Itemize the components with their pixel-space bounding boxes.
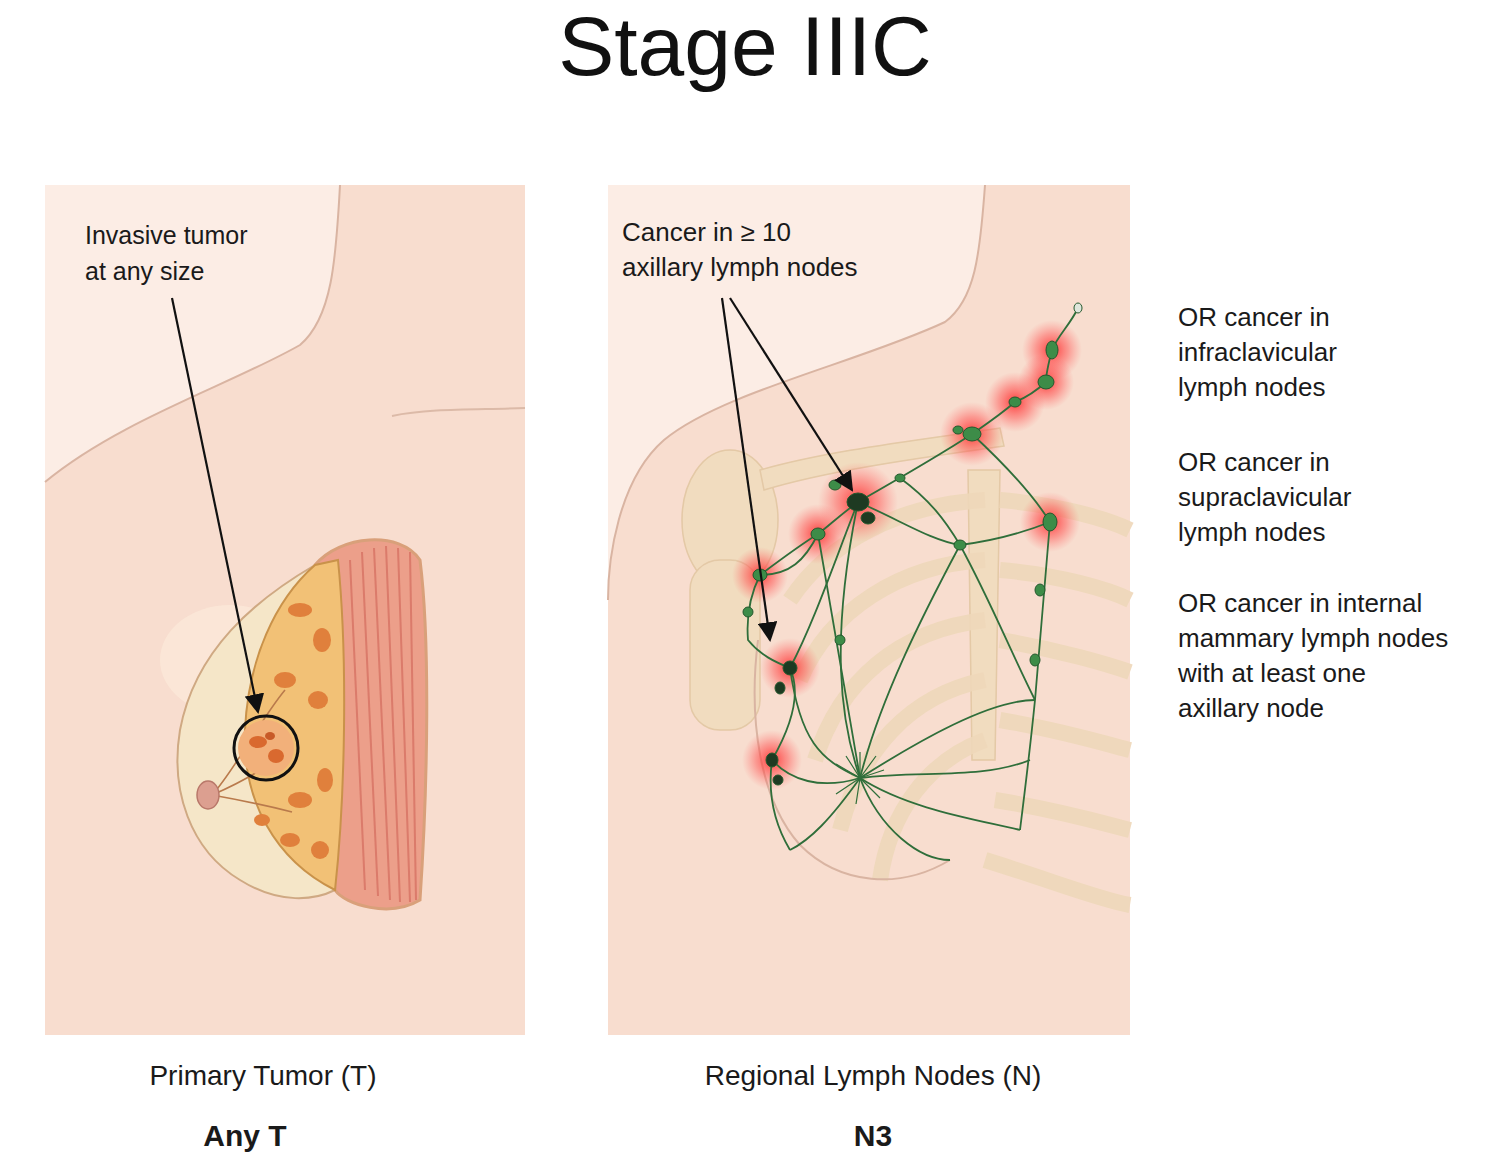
leader-arrow — [730, 298, 852, 490]
rib — [985, 860, 1130, 905]
panel-caption: Primary Tumor (T) — [53, 1058, 473, 1094]
cancer-glow — [1020, 492, 1080, 552]
left-panel — [45, 185, 525, 1035]
nipple — [197, 781, 219, 809]
leader-arrow — [172, 298, 258, 712]
lymph-vessel — [860, 778, 950, 860]
tumor-cells — [265, 732, 275, 740]
lymph-nodes — [743, 303, 1082, 785]
lymph-vessel — [748, 534, 819, 850]
gland-lobule — [317, 768, 333, 792]
lymph-node — [1038, 375, 1054, 389]
cancer-glow — [760, 638, 820, 698]
right-panel — [608, 185, 1130, 1035]
lymph-node — [1009, 397, 1021, 407]
annotation: OR cancer in internal mammary lymph node… — [1178, 586, 1453, 726]
lymph-node — [953, 426, 963, 434]
rib — [995, 800, 1130, 830]
muscle-fibre — [350, 560, 365, 890]
muscle-fibres — [350, 546, 416, 902]
lymph-node — [1043, 513, 1057, 531]
lymph-node — [954, 540, 966, 550]
tumor-mass — [238, 720, 294, 776]
lymph-vessel — [860, 760, 1030, 778]
muscle-fibre — [398, 548, 410, 902]
gland-lobule — [274, 672, 296, 688]
lymph-vessel — [860, 545, 960, 778]
lymph-node — [766, 753, 778, 767]
lymph-node — [829, 480, 841, 490]
gland-lobule — [313, 628, 331, 652]
tumor — [234, 716, 298, 780]
lymph-vessel — [1020, 522, 1050, 830]
panel-caption: Regional Lymph Nodes (N) — [613, 1058, 1133, 1094]
annotation: Invasive tumor at any size — [85, 218, 275, 289]
gland-lobule — [308, 691, 328, 709]
tumor-cells — [249, 736, 267, 748]
gland-lobule — [288, 603, 312, 617]
panel-ground — [45, 185, 525, 1035]
annotation: OR cancer in infraclavicular lymph nodes — [1178, 300, 1383, 405]
lymph-node — [963, 427, 981, 441]
lymph-node — [1074, 303, 1082, 313]
stage-code: Any T — [95, 1116, 395, 1155]
tumor-circle — [234, 716, 298, 780]
rib — [1000, 720, 1130, 750]
lymph-node — [895, 474, 905, 482]
stage-code: N3 — [723, 1116, 1023, 1155]
lymph-vessel — [860, 778, 1020, 830]
gland-lobule — [280, 833, 300, 847]
rib — [1000, 570, 1130, 600]
lymph-node — [775, 682, 785, 694]
muscle-fibre — [410, 552, 416, 900]
areola-star — [836, 752, 884, 804]
lymph-node — [1035, 584, 1045, 596]
panel-ground — [608, 185, 1130, 1035]
lymph-node — [743, 607, 753, 617]
annotation: Cancer in ≥ 10 axillary lymph nodes — [622, 215, 868, 285]
lymph-node — [847, 493, 869, 511]
lymph-vessel — [772, 760, 860, 783]
lymph-node — [835, 635, 845, 645]
lymph-vessel — [900, 478, 960, 545]
gland-lobule — [254, 814, 270, 826]
gland-lobule — [311, 841, 329, 859]
lymph-vessel — [790, 502, 858, 668]
lymph-node — [1046, 341, 1058, 359]
body-skin — [608, 185, 1130, 1035]
annotation: OR cancer in supraclavicular lymph nodes — [1178, 445, 1383, 550]
cancer-glow — [742, 730, 802, 790]
muscle-fibre — [386, 546, 400, 902]
tumor-cells — [268, 749, 284, 763]
cancer-glow — [788, 504, 848, 564]
lymph-vessel — [860, 700, 1035, 778]
lymph-node — [783, 661, 797, 675]
radiating-vessels — [836, 752, 884, 804]
lymph-node — [773, 775, 783, 785]
body-skin — [45, 185, 525, 1035]
lymph-vessel — [818, 534, 860, 778]
lymph-vessel — [818, 308, 1078, 534]
lymph-vessel — [858, 502, 1050, 545]
lymph-vessels — [748, 308, 1079, 860]
lymph-vessel — [960, 545, 1035, 700]
lymph-vessel — [972, 434, 1050, 522]
shoulder-outline — [45, 185, 340, 482]
lymph-vessel — [760, 534, 818, 575]
title: Stage IIIC — [445, 0, 1045, 92]
lymph-node — [811, 528, 825, 540]
ribs — [790, 500, 1130, 905]
lymph-vessel — [790, 778, 860, 850]
cancer-glows — [732, 320, 1082, 790]
lymph-node — [1030, 654, 1040, 666]
collarbone-line — [392, 408, 525, 416]
shoulder-outline — [608, 185, 985, 600]
duct — [212, 795, 292, 812]
gland-lobule — [288, 792, 312, 808]
lymph-node — [861, 512, 875, 524]
